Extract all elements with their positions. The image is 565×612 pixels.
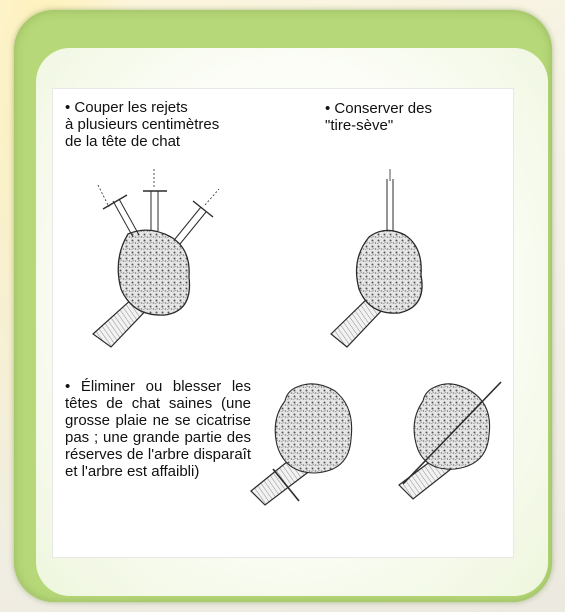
drawing-sap-drawer: [331, 169, 422, 347]
drawing-head-removed: [251, 384, 352, 505]
pruning-illustration-card: • Couper les rejets à plusieurs centimèt…: [52, 88, 514, 558]
pruning-drawings: [53, 89, 513, 557]
drawing-head-wounded: [399, 382, 501, 499]
drawing-cut-shoots: [93, 169, 219, 347]
